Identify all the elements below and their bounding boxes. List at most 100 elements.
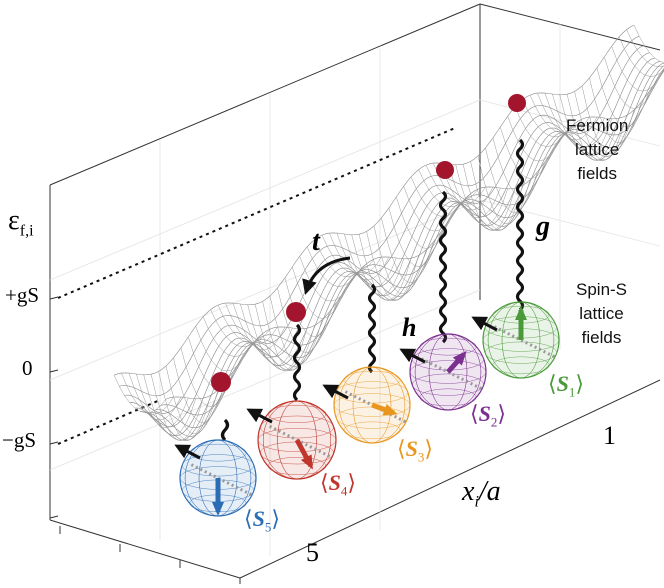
plus-gs-label: +gS (5, 283, 40, 307)
spin-sphere (179, 439, 257, 517)
fermion-fields-label: Fermion lattice fields (566, 114, 628, 186)
spin-index: 5 (264, 519, 272, 535)
mesh-line (373, 225, 427, 295)
spin-label-text: ⟨S3⟩ (397, 436, 433, 465)
fermion-particle (211, 372, 231, 392)
fermion-label-line: Fermion (566, 116, 629, 135)
spin-label-4: ⟨S4⟩ (320, 470, 356, 499)
mesh-line (358, 234, 412, 301)
spin-label-line: fields (581, 328, 622, 347)
energy-axis-label: εf,i (8, 207, 34, 240)
coupling-wavy-line (515, 138, 525, 312)
hopping-arrow (302, 256, 351, 295)
mesh-line (202, 316, 256, 357)
mesh-line (351, 234, 404, 296)
back-wall-grid (49, 24, 661, 556)
field-arrow (174, 444, 201, 460)
mesh-line (165, 365, 219, 435)
spin-label-2: ⟨S2⟩ (470, 401, 506, 430)
spin-fields-label: Spin-S lattice fields (576, 278, 627, 350)
mesh-line (299, 256, 352, 302)
field-arrow (322, 384, 349, 400)
spin-index: 2 (490, 414, 498, 430)
mesh-line (306, 246, 360, 287)
fermion-particle (436, 161, 454, 179)
x-axis-label: xi/a (462, 478, 501, 511)
mesh-line (470, 161, 523, 231)
tick-label-1: 1 (603, 421, 616, 450)
mesh-line (119, 35, 640, 397)
mesh-line (210, 309, 263, 348)
plus-gs-line (57, 127, 456, 299)
mesh-line (500, 126, 553, 179)
mesh-line (150, 374, 204, 441)
coupling-lines (220, 138, 525, 442)
mesh-line (292, 266, 345, 319)
spin-label-text: ⟨S4⟩ (320, 470, 356, 499)
spin-vector-head (300, 454, 313, 470)
x-axis-unit: /a (478, 476, 501, 507)
mesh-line (537, 93, 590, 135)
mesh-line (581, 85, 635, 155)
mesh-line (410, 176, 464, 217)
mesh-line (425, 164, 479, 204)
mesh-line (559, 94, 612, 156)
mesh-line (232, 303, 286, 351)
fermion-energy-surface (113, 24, 664, 441)
mesh-line (507, 116, 560, 162)
field-h-label: h (402, 313, 417, 342)
spin-sphere (482, 301, 560, 379)
mesh-line (225, 303, 278, 345)
mesh-line (433, 163, 486, 205)
zero-label: 0 (22, 356, 33, 380)
x-axis-subscript: i (474, 493, 479, 511)
mesh-line (440, 163, 494, 211)
mesh-line (626, 29, 664, 68)
mesh-line (195, 326, 248, 372)
fermion-particles (211, 94, 526, 392)
minus-gs-line (57, 399, 161, 445)
mesh-line (321, 234, 375, 274)
mesh-line (217, 304, 271, 344)
mesh-line (566, 94, 620, 161)
mesh-line (633, 24, 664, 63)
mesh-line (522, 99, 575, 138)
spin-index: 1 (568, 384, 576, 400)
minus-gs-label: −gS (2, 428, 37, 452)
mesh-line (158, 371, 211, 441)
field-arrow (399, 348, 426, 364)
mesh-line (329, 233, 382, 275)
x-axis-ticks (59, 526, 241, 584)
coupling-g-label: g (536, 211, 550, 242)
mesh-line (514, 106, 568, 147)
mesh-line (180, 347, 234, 407)
spin-label-line: lattice (579, 304, 624, 323)
mesh-line (477, 155, 531, 225)
spin-label-5: ⟨S5⟩ (244, 506, 280, 535)
mesh-line (604, 56, 657, 109)
mesh-line (173, 357, 226, 423)
mesh-line (485, 147, 538, 213)
fermion-particle (508, 94, 526, 112)
mesh-line (277, 287, 330, 353)
mesh-line (128, 373, 182, 421)
tick-label-5: 5 (306, 538, 319, 567)
spin-label-text: ⟨S2⟩ (470, 401, 506, 430)
spin-spheres (179, 301, 560, 517)
mesh-line (455, 164, 508, 226)
x-axis-variable: x (462, 476, 475, 507)
mesh-line (589, 77, 642, 143)
coupling-wavy-line (292, 323, 302, 402)
coupling-wavy-line (367, 283, 377, 374)
fermion-label-line: lattice (574, 140, 620, 159)
spin-index: 4 (340, 483, 348, 499)
spin-label-text: ⟨S5⟩ (244, 506, 280, 535)
mesh-line (544, 93, 598, 141)
energy-subscript: f,i (19, 222, 34, 240)
spin-label-line: Spin-S (576, 280, 628, 299)
mesh-line (121, 373, 174, 415)
fermion-label-line: fields (577, 164, 618, 183)
mesh-line (418, 169, 471, 208)
energy-symbol: ε (8, 205, 20, 236)
